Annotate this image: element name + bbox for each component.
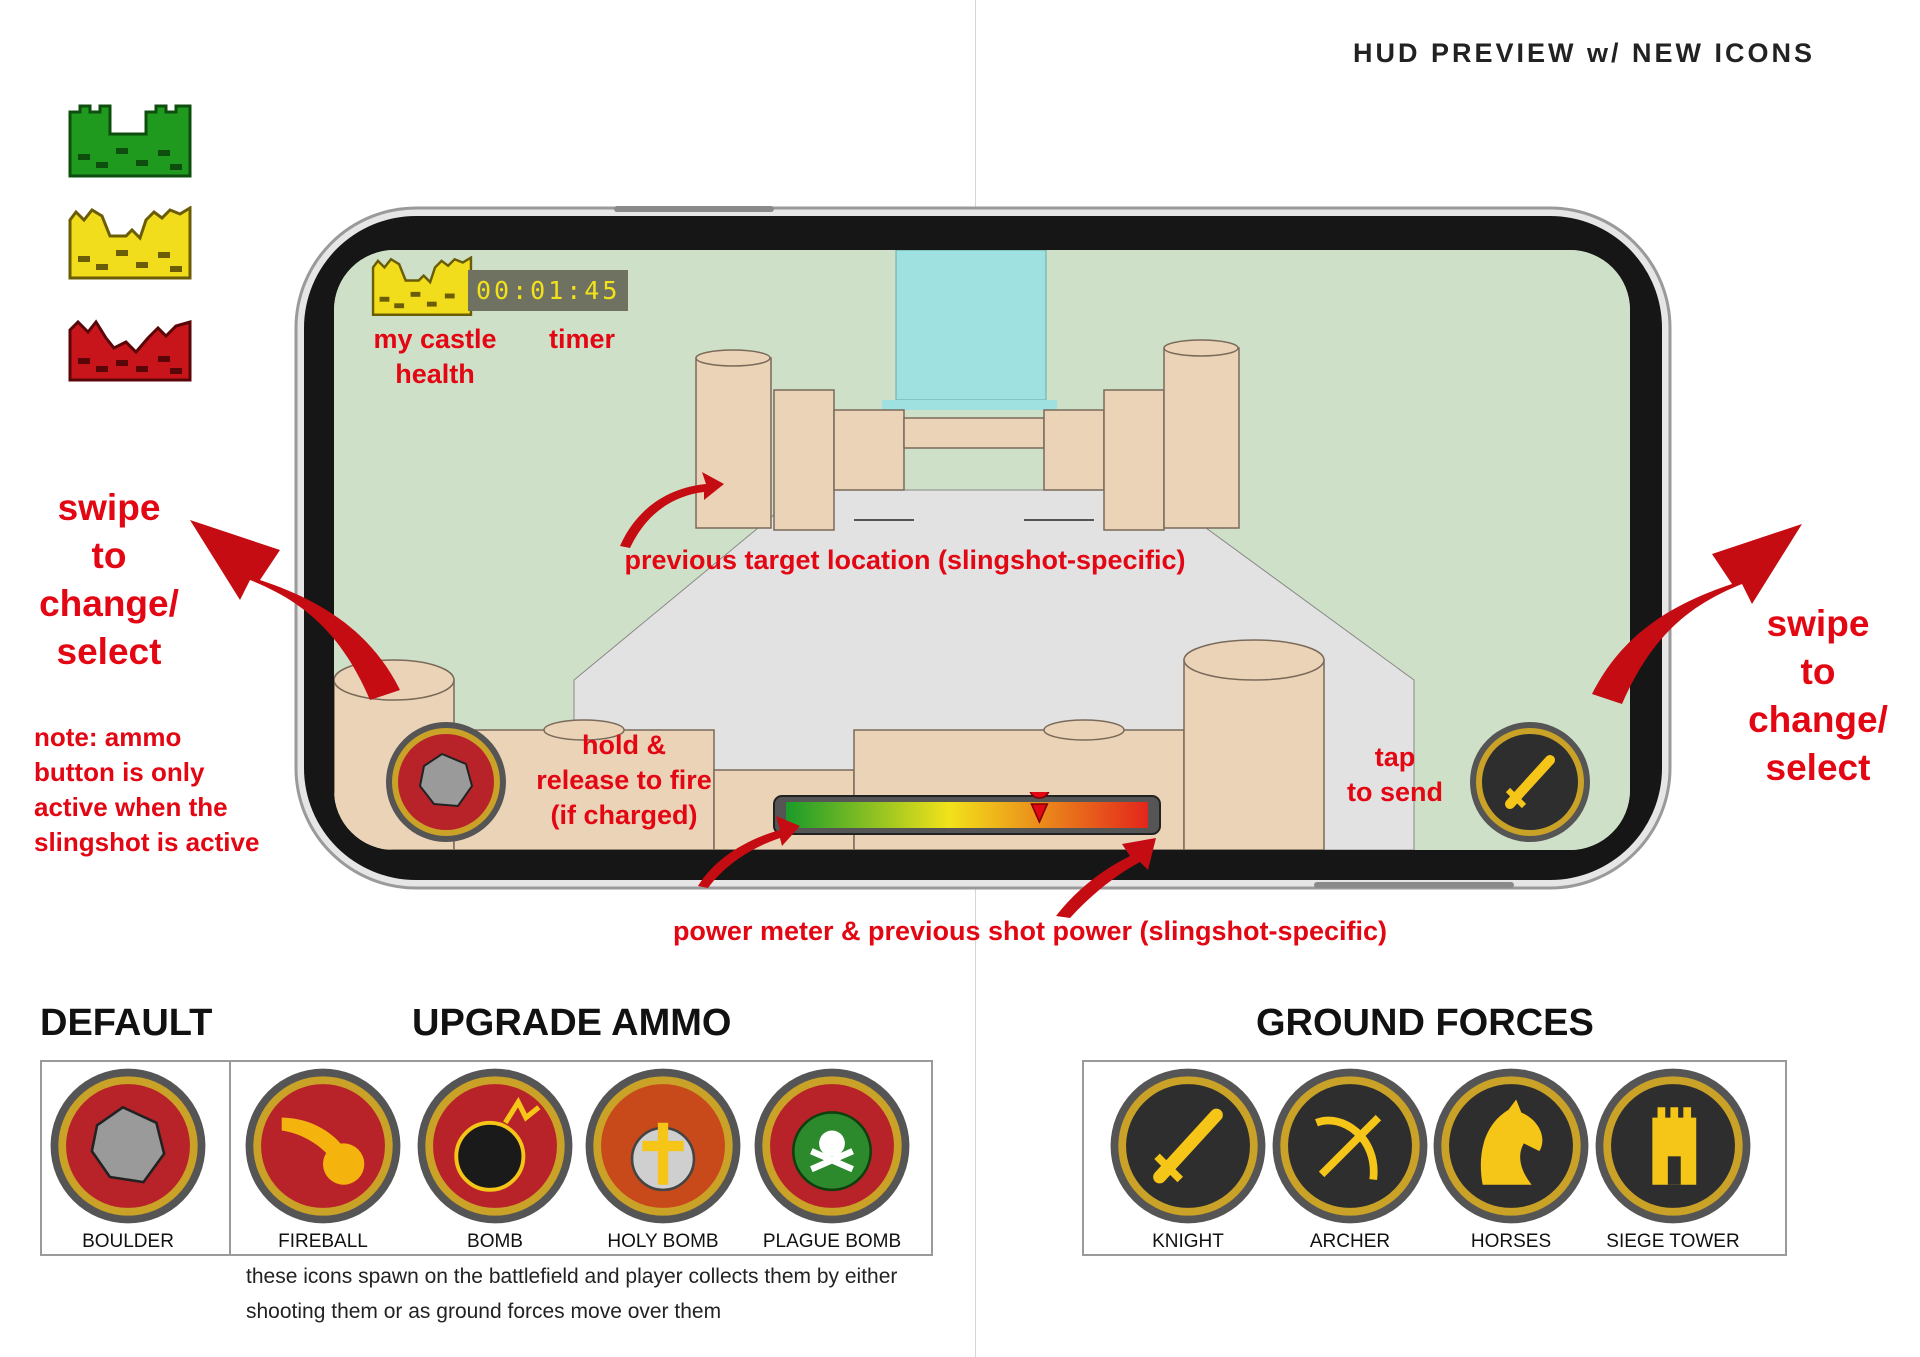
ground-option-archer[interactable]: ARCHER [1270,1066,1430,1253]
horse-icon [1433,1068,1589,1224]
ammo-button[interactable] [384,720,508,844]
game-screen[interactable]: 00:01:45 [334,250,1630,850]
power-meter-label: power meter & previous shot power (sling… [672,916,1388,946]
ammo-option-holy-bomb[interactable]: HOLY BOMB [583,1066,743,1253]
crossbow-icon [1272,1068,1428,1224]
upgrade-section-title: UPGRADE AMMO [412,1002,732,1044]
page-title: HUD PREVIEW w/ NEW ICONS [1352,38,1815,68]
right-swipe-hint: swipe to change/ select [1748,603,1888,788]
sword-icon [1110,1068,1266,1224]
ground-label: HORSES [1470,1231,1552,1252]
ground-label: ARCHER [1309,1231,1391,1252]
fire-hint-label: hold & release to fire (if charged) [536,730,712,830]
default-section-title: DEFAULT [40,1002,213,1044]
castle-full-icon [68,104,192,178]
left-swipe-hint: swipe to change/ select [39,487,179,672]
ammo-option-boulder[interactable]: BOULDER [48,1066,208,1253]
castle-damaged-icon [68,206,192,280]
ammo-note: note: ammo button is only active when th… [34,722,260,857]
ammo-label: BOULDER [82,1231,174,1252]
timer-label: timer [548,324,616,354]
power-pointer-right-arrow-icon [1056,838,1156,918]
ammo-label: PLAGUE BOMB [762,1231,902,1252]
ammo-label: BOMB [467,1231,523,1252]
boulder-icon [50,1068,206,1224]
ground-forces-send-button[interactable] [1468,720,1592,844]
ground-option-siege-tower[interactable]: SIEGE TOWER [1593,1066,1753,1253]
send-hint-label: tap to send [1346,742,1443,807]
castle-critical-icon [68,319,192,382]
ground-option-horses[interactable]: HORSES [1431,1066,1591,1253]
my-castle-health-icon [371,256,473,316]
target-location-label: previous target location (slingshot-spec… [624,545,1186,575]
timer-display: 00:01:45 [468,270,629,311]
fireball-icon [245,1068,401,1224]
target-pointer-arrow-icon [620,472,724,548]
castle-health-states [66,104,196,384]
ammo-label: FIREBALL [278,1231,368,1252]
bomb-icon [417,1068,573,1224]
holy-bomb-icon [585,1068,741,1224]
ammo-footnote: these icons spawn on the battlefield and… [246,1265,898,1323]
power-meter[interactable] [772,777,1162,838]
panel-divider [229,1062,231,1254]
plague-bomb-icon [754,1068,910,1224]
ammo-option-plague-bomb[interactable]: PLAGUE BOMB [752,1066,912,1253]
ground-section-title: GROUND FORCES [1256,1002,1594,1044]
ammo-label: HOLY BOMB [607,1231,719,1252]
ground-option-knight[interactable]: KNIGHT [1108,1066,1268,1253]
left-swipe-arrow-icon [190,520,400,700]
ammo-option-fireball[interactable]: FIREBALL [243,1066,403,1253]
ground-label: SIEGE TOWER [1606,1231,1740,1252]
castle-health-label: my castle health [373,324,497,389]
siege-tower-icon [1595,1068,1751,1224]
power-pointer-left-arrow-icon [698,816,800,888]
phone-frame: 00:01:45 [294,206,1672,890]
ammo-option-bomb[interactable]: BOMB [415,1066,575,1253]
ground-label: KNIGHT [1152,1231,1224,1252]
right-swipe-arrow-icon [1592,524,1802,704]
